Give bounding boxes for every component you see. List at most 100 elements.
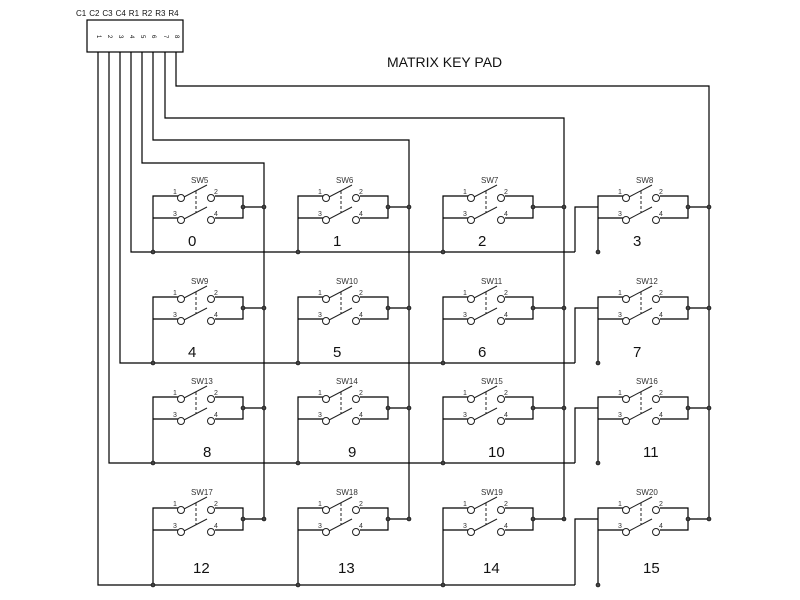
terminal-number: 1 bbox=[173, 290, 177, 297]
terminal-number: 1 bbox=[463, 390, 467, 397]
terminal-1 bbox=[467, 194, 475, 202]
terminal-number: 4 bbox=[359, 211, 363, 218]
terminal-number: 2 bbox=[504, 189, 508, 196]
junction-dot bbox=[406, 204, 412, 210]
connector-pin-5: 5 bbox=[139, 35, 145, 39]
switch-left-wire bbox=[152, 195, 178, 252]
switch-right-wire bbox=[360, 396, 389, 420]
terminal-4 bbox=[352, 528, 360, 536]
switch-left-wire bbox=[597, 296, 623, 363]
terminal-4 bbox=[497, 216, 505, 224]
terminal-number: 1 bbox=[318, 189, 322, 196]
junction-dot bbox=[685, 405, 691, 411]
terminal-number: 4 bbox=[504, 312, 508, 319]
junction-dot bbox=[261, 305, 267, 311]
terminal-number: 4 bbox=[359, 312, 363, 319]
terminal-number: 2 bbox=[659, 290, 663, 297]
switch-label: SW12 bbox=[636, 277, 658, 286]
terminal-number: 4 bbox=[359, 412, 363, 419]
junction-dot bbox=[595, 249, 601, 255]
terminal-number: 1 bbox=[318, 390, 322, 397]
connector-pin-1: 1 bbox=[95, 35, 101, 39]
junction-dot bbox=[261, 516, 267, 522]
key-label: 15 bbox=[643, 560, 660, 577]
switch-right-wire bbox=[360, 195, 389, 219]
junction-dot bbox=[530, 204, 536, 210]
junction-dot bbox=[595, 460, 601, 466]
terminal-number: 3 bbox=[618, 523, 622, 530]
terminal-number: 4 bbox=[504, 211, 508, 218]
row-jog bbox=[574, 307, 598, 363]
terminal-number: 4 bbox=[659, 211, 663, 218]
terminal-number: 4 bbox=[214, 312, 218, 319]
terminal-4 bbox=[497, 317, 505, 325]
terminal-number: 1 bbox=[463, 290, 467, 297]
terminal-3 bbox=[177, 317, 185, 325]
terminal-3 bbox=[177, 528, 185, 536]
switch-label: SW20 bbox=[636, 488, 658, 497]
terminal-number: 3 bbox=[173, 523, 177, 530]
switch-left-wire bbox=[597, 396, 623, 463]
terminal-number: 2 bbox=[359, 290, 363, 297]
junction-dot bbox=[385, 516, 391, 522]
terminal-number: 3 bbox=[618, 412, 622, 419]
row-jog bbox=[574, 206, 598, 252]
switch-right-wire bbox=[215, 396, 244, 420]
terminal-1 bbox=[622, 194, 630, 202]
switch-right-wire bbox=[215, 296, 244, 320]
terminal-number: 2 bbox=[214, 290, 218, 297]
terminal-number: 2 bbox=[504, 390, 508, 397]
junction-dot bbox=[261, 204, 267, 210]
terminal-2 bbox=[352, 395, 360, 403]
terminal-number: 1 bbox=[173, 189, 177, 196]
switch-left-wire bbox=[297, 296, 323, 363]
terminal-number: 3 bbox=[618, 211, 622, 218]
terminal-3 bbox=[467, 216, 475, 224]
switch-left-wire bbox=[442, 296, 468, 363]
switch-label: SW19 bbox=[481, 488, 503, 497]
terminal-3 bbox=[622, 528, 630, 536]
junction-dot bbox=[595, 360, 601, 366]
connector-label-c4: C4 bbox=[116, 9, 127, 18]
terminal-1 bbox=[177, 194, 185, 202]
switch-right-wire bbox=[505, 507, 534, 531]
column-wire-3 bbox=[164, 52, 565, 519]
terminal-number: 4 bbox=[214, 523, 218, 530]
terminal-1 bbox=[177, 295, 185, 303]
switch-left-wire bbox=[152, 396, 178, 463]
switch-left-wire bbox=[597, 507, 623, 585]
key-label: 1 bbox=[333, 233, 341, 250]
switch-right-wire bbox=[215, 507, 244, 531]
terminal-number: 3 bbox=[173, 412, 177, 419]
junction-dot bbox=[261, 405, 267, 411]
terminal-number: 1 bbox=[618, 390, 622, 397]
terminal-number: 4 bbox=[504, 523, 508, 530]
terminal-number: 2 bbox=[214, 189, 218, 196]
switch-label: SW11 bbox=[481, 277, 503, 286]
wiring bbox=[97, 52, 710, 586]
terminal-2 bbox=[207, 506, 215, 514]
key-label: 2 bbox=[478, 233, 486, 250]
connector-label-r2: R2 bbox=[142, 9, 153, 18]
junction-dot bbox=[706, 305, 712, 311]
switch-left-wire bbox=[597, 195, 623, 252]
switch-left-wire bbox=[297, 195, 323, 252]
terminal-4 bbox=[207, 216, 215, 224]
terminal-2 bbox=[652, 295, 660, 303]
junction-dot bbox=[150, 582, 156, 588]
key-label: 8 bbox=[203, 444, 211, 461]
terminal-4 bbox=[207, 317, 215, 325]
row-jog bbox=[574, 518, 598, 585]
terminal-3 bbox=[177, 417, 185, 425]
connector-body bbox=[86, 19, 184, 53]
terminal-3 bbox=[467, 317, 475, 325]
connector-pin-7: 7 bbox=[162, 35, 168, 39]
switch-label: SW15 bbox=[481, 377, 503, 386]
key-label: 9 bbox=[348, 444, 356, 461]
key-label: 4 bbox=[188, 344, 196, 361]
